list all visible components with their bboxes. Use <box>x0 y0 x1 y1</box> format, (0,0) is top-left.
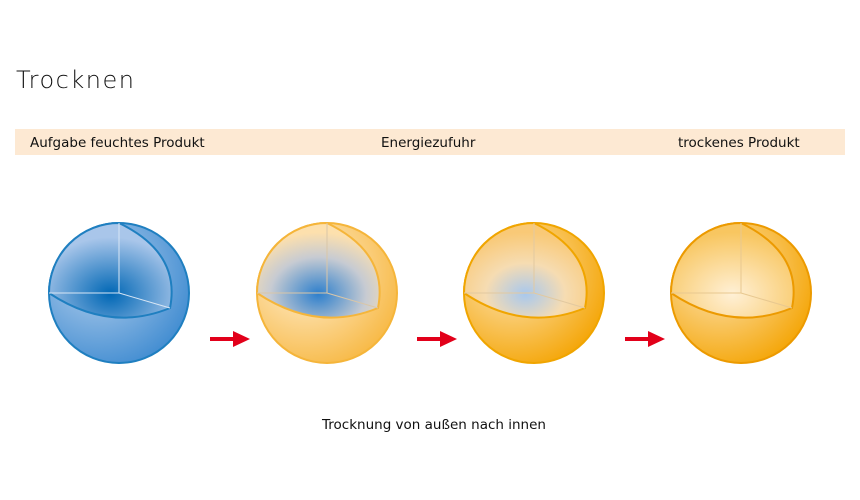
sphere-stage-2 <box>255 221 398 364</box>
sphere-stage-4 <box>669 221 812 364</box>
sphere-stage-3 <box>462 221 605 364</box>
caption: Trocknung von außen nach innen <box>322 417 546 433</box>
arrow-icon <box>210 331 250 347</box>
label-energy-supply: Energiezufuhr <box>381 135 476 151</box>
label-input-wet-product: Aufgabe feuchtes Produkt <box>30 135 205 151</box>
arrow-icon <box>417 331 457 347</box>
label-dry-product: trockenes Produkt <box>678 135 800 151</box>
arrow-icon <box>625 331 665 347</box>
sphere-stage-1 <box>47 221 190 364</box>
page-title: Trocknen <box>16 66 136 94</box>
process-band: Aufgabe feuchtes Produkt Energiezufuhr t… <box>15 129 845 155</box>
